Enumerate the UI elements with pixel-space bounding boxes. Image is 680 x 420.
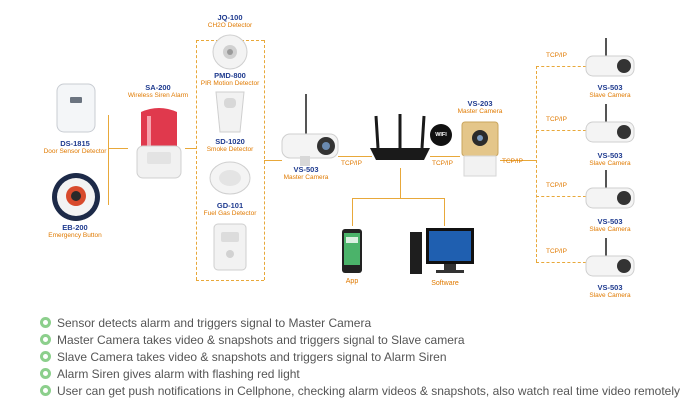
wire-slave-3 (536, 196, 586, 197)
slave-camera-1-model: VS-503 (597, 83, 623, 92)
legend: Sensor detects alarm and triggers signal… (40, 314, 680, 399)
jq100-desc: CH2O Detector (207, 22, 253, 29)
smartphone-icon (342, 229, 362, 273)
wire-master-router (338, 156, 372, 157)
software-label: Software (431, 280, 459, 287)
master-camera-model: VS-503 (293, 165, 319, 174)
legend-item: Master Camera takes video & snapshots an… (40, 331, 680, 348)
wire-left-sensors (108, 115, 109, 205)
wire-left-to-siren (108, 148, 128, 149)
legend-item: Slave Camera takes video & snapshots and… (40, 348, 680, 365)
wire-siren-detectors (185, 148, 197, 149)
slave-camera-1-desc: Slave Camera (589, 92, 631, 99)
legend-text: Alarm Siren gives alarm with flashing re… (57, 366, 300, 381)
sd1020-desc: Smoke Detector (206, 146, 254, 153)
bullet-icon (40, 351, 51, 362)
detector-bracket-left (196, 40, 197, 280)
smoke-detector-icon (209, 161, 251, 195)
bullet-icon (40, 334, 51, 345)
desktop-computer-icon (410, 228, 474, 274)
slave-camera-3-desc: Slave Camera (589, 226, 631, 233)
sa200-desc: Wireless Siren Alarm (127, 92, 189, 99)
slave-camera-4-icon (585, 238, 635, 277)
wifi-label: WIFI (435, 132, 447, 138)
wifi-badge: WIFI (430, 124, 452, 146)
pir-motion-detector-icon (215, 91, 245, 133)
legend-item: User can get push notifications in Cellp… (40, 382, 680, 399)
slave-camera-4-model: VS-503 (597, 283, 623, 292)
bullet-icon (40, 385, 51, 396)
gas-detector-icon (213, 223, 247, 271)
eb200-desc: Emergency Button (48, 232, 102, 239)
slave-bus (536, 66, 537, 262)
wire-router-vs203 (430, 156, 460, 157)
bullet-icon (40, 368, 51, 379)
gd101-desc: Fuel Gas Detector (203, 210, 257, 217)
wire-to-software (444, 198, 445, 226)
legend-text: Sensor detects alarm and triggers signal… (57, 315, 372, 330)
wire-app-software (352, 198, 444, 199)
wire-to-app (352, 198, 353, 226)
slave-camera-1-icon (585, 38, 635, 77)
ds1815-desc: Door Sensor Detector (43, 148, 107, 155)
emergency-button-icon (52, 173, 100, 221)
slave-camera-2-icon (585, 104, 635, 143)
tcpip-label-slave-4: TCP/IP (546, 248, 567, 255)
door-sensor-icon (56, 83, 96, 133)
master-camera-icon (281, 94, 339, 166)
legend-text: Slave Camera takes video & snapshots and… (57, 349, 447, 364)
slave-camera-4-desc: Slave Camera (589, 292, 631, 299)
pmd800-model: PMD-800 (214, 71, 246, 80)
tcpip-label-router: TCP/IP (432, 160, 453, 167)
gd101-model: GD-101 (216, 201, 244, 210)
tcpip-label-slave-3: TCP/IP (546, 182, 567, 189)
ds1815-model: DS-1815 (60, 139, 90, 148)
slave-camera-3-icon (585, 170, 635, 209)
tcpip-label-slave-1: TCP/IP (546, 52, 567, 59)
sa200-model: SA-200 (145, 83, 171, 92)
wire-router-down (400, 168, 401, 198)
detector-bracket-bottom (196, 280, 264, 281)
legend-text: Master Camera takes video & snapshots an… (57, 332, 465, 347)
eb200-model: EB-200 (62, 223, 88, 232)
siren-icon (136, 108, 182, 179)
bullet-icon (40, 317, 51, 328)
vs203-camera-icon (461, 121, 499, 177)
vs203-desc: Master Camera (457, 108, 503, 115)
wire-slave-1 (536, 66, 586, 67)
slave-camera-2-desc: Slave Camera (589, 160, 631, 167)
wire-vs203-bus (500, 160, 536, 161)
wire-slave-2 (536, 130, 586, 131)
jq100-model: JQ-100 (217, 13, 243, 22)
slave-camera-2-model: VS-503 (597, 151, 623, 160)
legend-item: Alarm Siren gives alarm with flashing re… (40, 365, 680, 382)
master-camera-desc: Master Camera (283, 174, 329, 181)
sd1020-model: SD-1020 (215, 137, 245, 146)
wire-slave-4 (536, 262, 586, 263)
wire-detectors-master (264, 160, 282, 161)
slave-camera-3-model: VS-503 (597, 217, 623, 226)
tcpip-label-slave-2: TCP/IP (546, 116, 567, 123)
legend-item: Sensor detects alarm and triggers signal… (40, 314, 680, 331)
router-icon (370, 114, 430, 160)
vs203-model: VS-203 (467, 99, 493, 108)
app-label: App (345, 278, 359, 285)
tcpip-label-master: TCP/IP (341, 160, 362, 167)
legend-text: User can get push notifications in Cellp… (57, 383, 680, 398)
pmd800-desc: PIR Motion Detector (200, 80, 260, 87)
tcpip-label-vs203: TCP/IP (502, 158, 523, 165)
ch2o-detector-icon (212, 34, 248, 70)
